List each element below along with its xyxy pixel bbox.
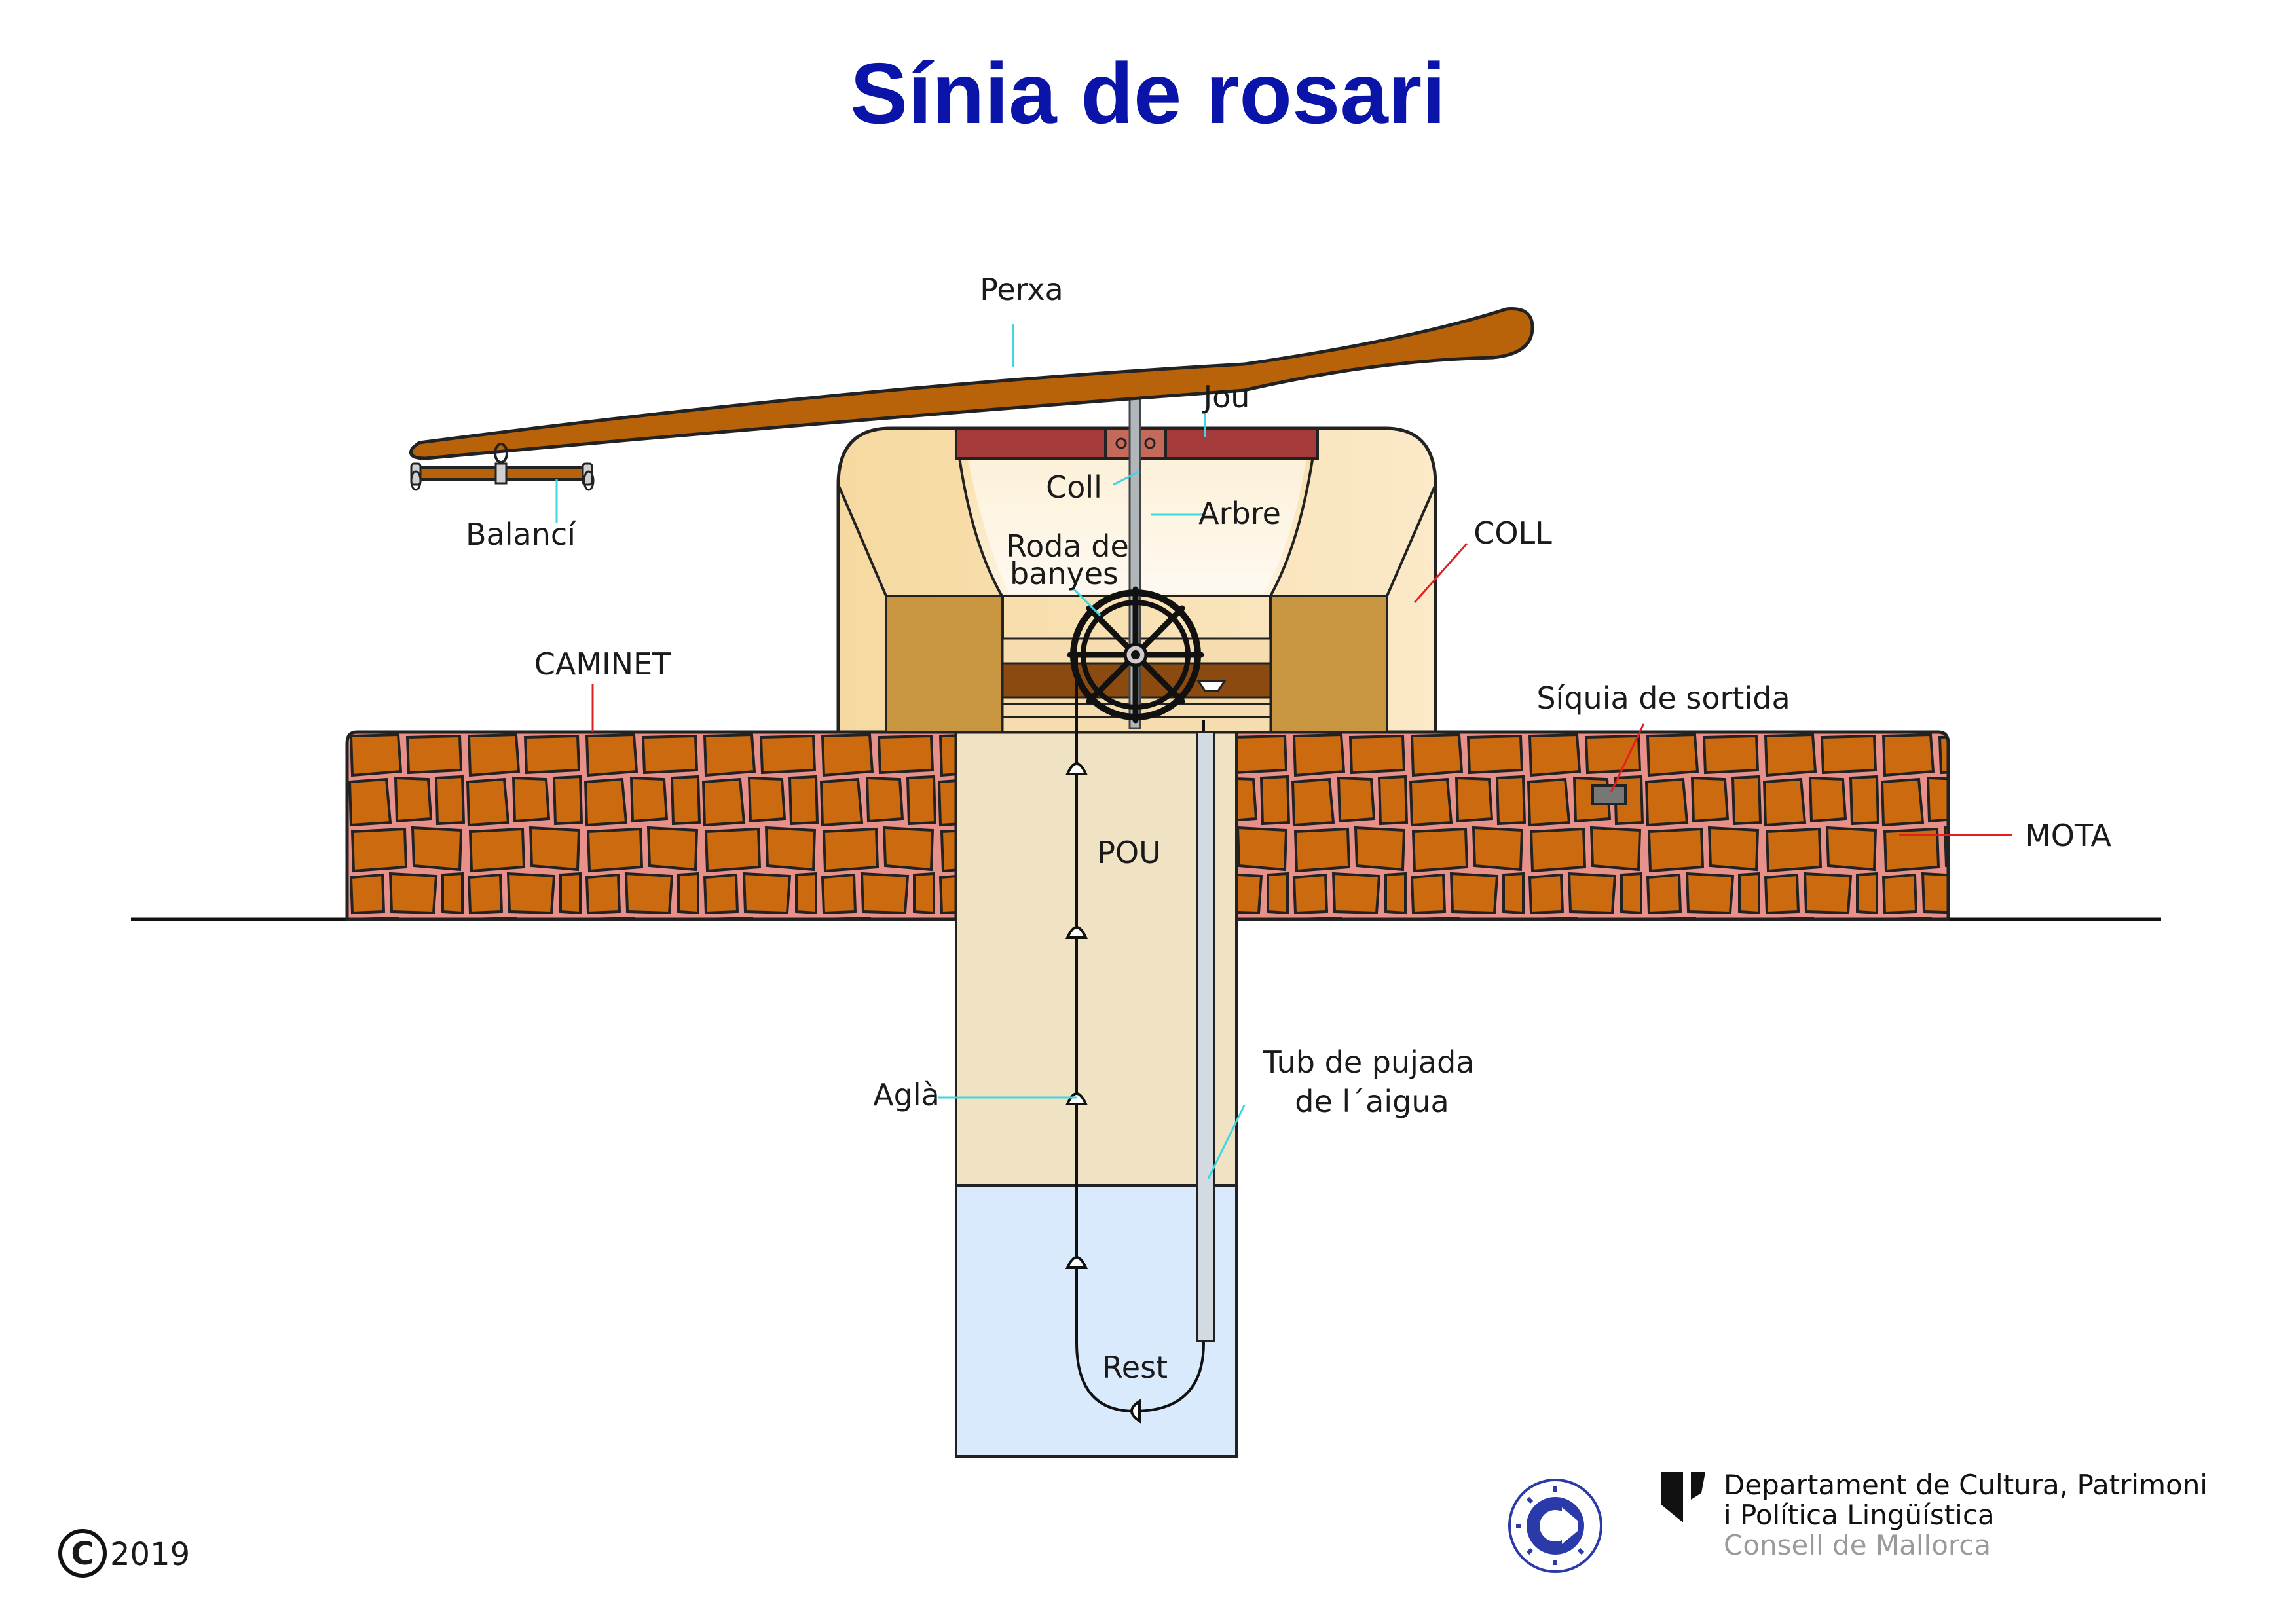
leader-lines — [555, 324, 2012, 1179]
well-shaft — [955, 731, 1238, 1187]
chain-buckets — [1065, 762, 1141, 1424]
label-coll-small: Coll — [1046, 470, 1102, 505]
label-pou: POU — [1097, 835, 1161, 870]
label-agla: Aglà — [873, 1077, 940, 1113]
label-mota: MOTA — [2025, 818, 2111, 853]
water-pipe — [1196, 731, 1215, 1342]
label-rest: Rest — [1102, 1350, 1168, 1385]
siquia-outlet — [1591, 784, 1627, 805]
mota-left — [345, 730, 958, 921]
label-coll-caps: COLL — [1473, 515, 1552, 551]
roda-de-banyes — [1067, 586, 1204, 724]
perxa-pole — [409, 307, 1534, 460]
mota-right — [1234, 730, 1950, 921]
label-arbre: Arbre — [1198, 496, 1281, 531]
copyright: C 2019 — [58, 1529, 190, 1578]
page-title: Sínia de rosari — [850, 45, 1446, 141]
label-tub-line1: Tub de pujada — [1263, 1044, 1475, 1080]
well-water — [955, 1184, 1238, 1458]
unitat-patrimoni-logo — [1508, 1479, 1602, 1573]
label-roda-line2: banyes — [1010, 556, 1119, 591]
label-siquia: Síquia de sortida — [1536, 680, 1790, 716]
copyright-symbol: C — [71, 1536, 94, 1572]
label-roda-line1: Roda de — [1006, 528, 1129, 564]
label-jou: Jou — [1202, 379, 1250, 415]
label-tub-line2: de l´aigua — [1295, 1084, 1449, 1119]
label-caminet: CAMINET — [534, 646, 671, 682]
copyright-year: 2019 — [110, 1536, 190, 1573]
dept-line2: i Política Lingüística — [1724, 1499, 1995, 1531]
coll-pillar-right — [1269, 595, 1388, 733]
dept-line3: Consell de Mallorca — [1724, 1529, 1991, 1561]
coll-pillar-left — [885, 595, 1004, 733]
consell-logo — [1661, 1472, 1705, 1522]
label-balanci: Balancí — [466, 517, 576, 552]
label-perxa: Perxa — [980, 272, 1064, 307]
dept-line1: Departament de Cultura, Patrimoni — [1724, 1469, 2208, 1501]
